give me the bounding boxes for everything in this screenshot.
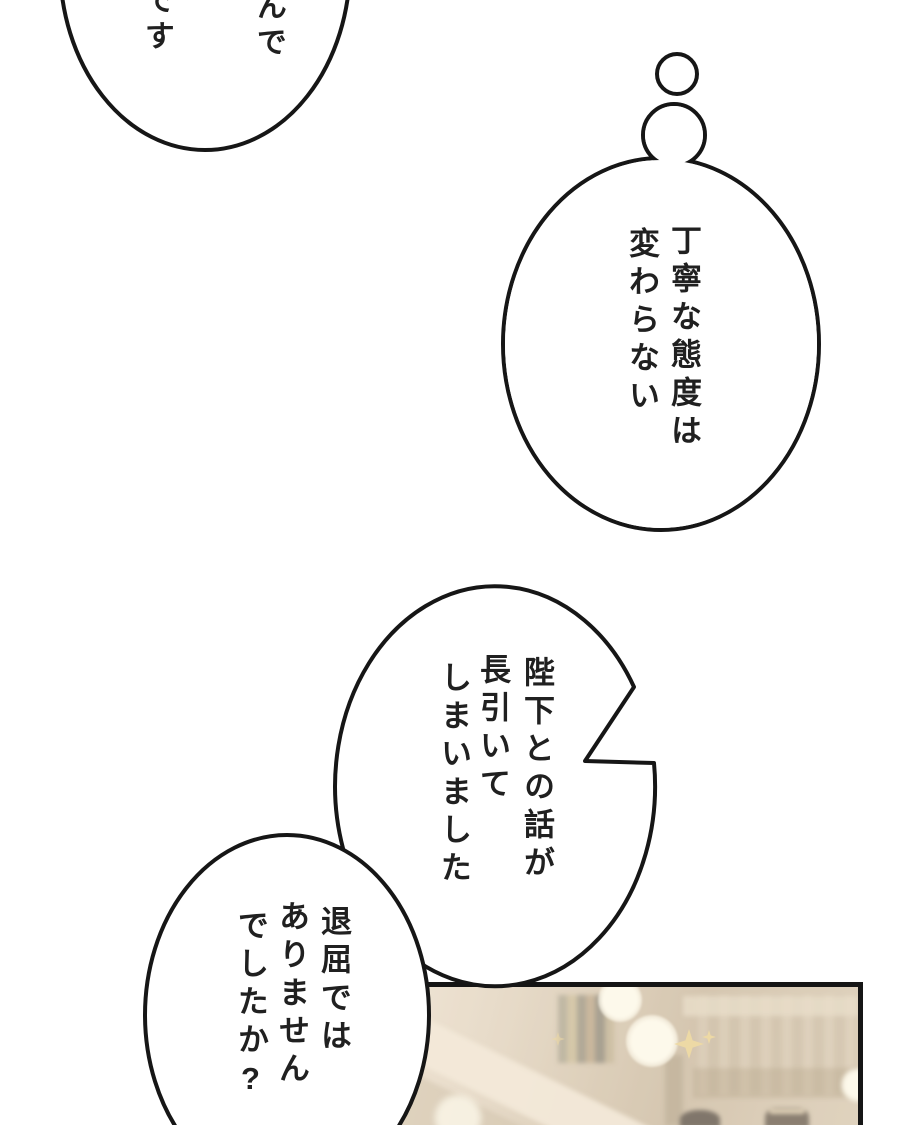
thought-bubble-body	[501, 156, 821, 532]
bubble-text-column: 陛下との話が	[519, 656, 554, 884]
thought-bubble-body-fill	[505, 160, 817, 528]
bubble-text-column: 丁寧な態度は	[666, 224, 701, 452]
bubble-text-column: ありません	[274, 900, 309, 1090]
blurred-scene	[393, 987, 858, 1125]
bubble-text-column: でしたか?	[233, 909, 268, 1103]
blurred-figure	[680, 1110, 720, 1125]
thought-bubble-bump	[641, 102, 707, 168]
blurred-figure	[765, 1108, 809, 1125]
bubble-text-column: です	[140, 0, 173, 56]
railing-top-rail	[683, 996, 858, 1016]
bokeh-light	[626, 1015, 678, 1067]
bubble-text-column: んで	[252, 0, 285, 62]
bokeh-light	[841, 1068, 858, 1102]
speech-bubble-offpanel	[60, 0, 350, 152]
haze-overlay	[393, 987, 858, 1125]
bubble-text-column: 退屈では	[316, 905, 351, 1057]
thought-bubble-bump-fill	[645, 106, 703, 164]
railing-post	[665, 1055, 683, 1125]
bubble-text-column: 変わらない	[624, 227, 659, 417]
railing-shadow	[693, 1068, 858, 1098]
bubble-text-column: 長引いて	[475, 653, 510, 805]
figure-highlight	[769, 1109, 805, 1114]
bokeh-light	[434, 1094, 482, 1125]
thought-bubble-dot	[655, 52, 699, 96]
scene-panel	[393, 982, 863, 1125]
bubble-text-column: しまいました	[436, 661, 471, 889]
bokeh-light	[598, 987, 642, 1022]
